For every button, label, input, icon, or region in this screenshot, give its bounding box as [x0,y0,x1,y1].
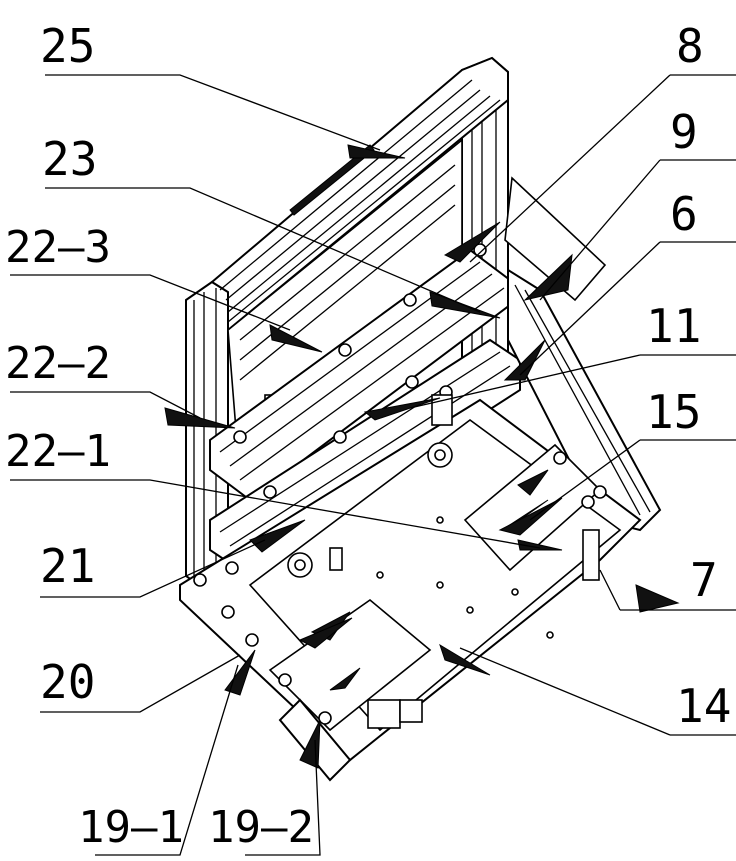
callout-25: 25 [40,19,95,73]
callout-22-2: 22—2 [5,338,111,389]
callout-7: 7 [690,553,718,607]
callout-22-1: 22—1 [5,426,111,477]
callout-22-3: 22—3 [5,222,111,273]
leader-lines [10,74,736,856]
callout-20: 20 [40,655,95,709]
callout-11: 11 [646,299,701,353]
lower-bracket [268,598,432,782]
callout-23: 23 [42,132,97,186]
callout-14: 14 [676,679,731,733]
callout-9: 9 [670,105,698,159]
callout-19-2: 19—2 [208,802,314,853]
right-side-frame [504,176,662,532]
rollers [287,394,453,578]
assembly-drawing [164,56,680,782]
right-bracket [463,443,607,581]
callout-6: 6 [670,187,698,241]
callout-19-1: 19—1 [78,802,184,853]
callout-21: 21 [40,539,95,593]
top-diagonal-beam [210,56,509,333]
callout-15: 15 [646,385,701,439]
callout-labels: 25 8 9 23 6 22—3 11 22—2 15 22—1 21 7 20… [5,19,731,853]
callout-8: 8 [676,19,704,73]
